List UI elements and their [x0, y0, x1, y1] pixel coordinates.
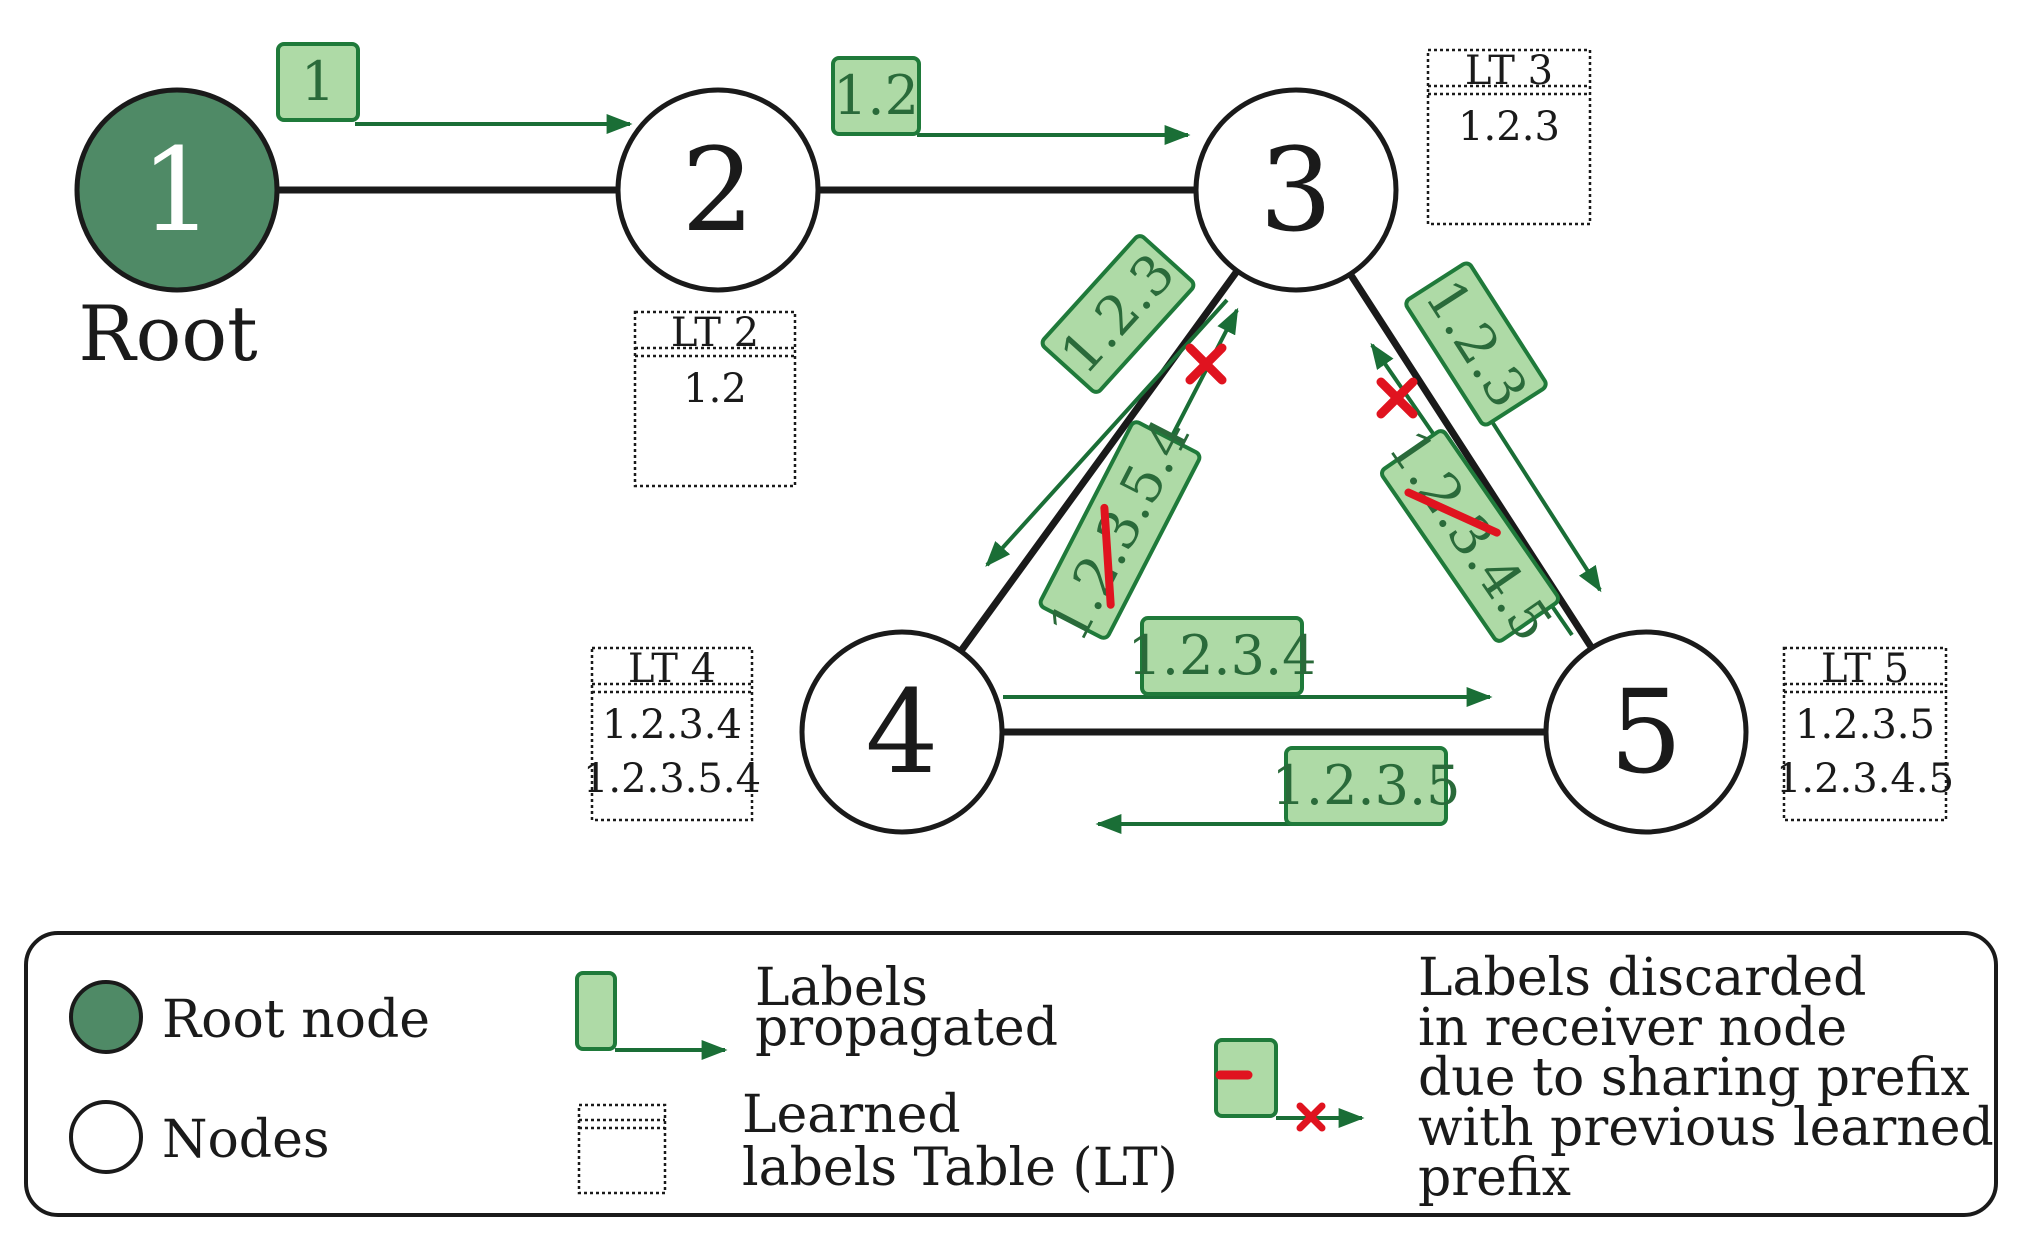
propagated-label-1-to-2: 1: [276, 42, 360, 122]
legend-root-node-icon: [69, 980, 143, 1054]
legend-label-icon: [575, 971, 617, 1051]
learned-table-frame-5: [1782, 646, 1948, 822]
node-5-circle: [1543, 629, 1749, 835]
node-4: 4: [799, 629, 1005, 835]
discard-strike-4-to-3: [1100, 503, 1115, 609]
learned-table-entry-4-1: 1.2.3.5.4: [583, 756, 761, 802]
node-4-circle: [799, 629, 1005, 835]
node-2: 2: [615, 87, 821, 293]
legend-discarded-line4: with previous learned: [1418, 1098, 1994, 1158]
discard-cross-stroke-b: [1376, 377, 1418, 419]
legend-table-icon: [577, 1103, 667, 1195]
node-5: 5: [1543, 629, 1749, 835]
legend-labels-propagated-line2: propagated: [755, 998, 1058, 1058]
legend-node-icon: [69, 1100, 143, 1174]
learned-table-5: LT 5 1.2.3.5 1.2.3.4.5: [1776, 646, 1954, 822]
propagated-label-text-5-to-4: 1.2.3.5: [1272, 754, 1461, 817]
propagated-label-5-to-3: 1.2.3.4.5: [1376, 419, 1564, 653]
learned-table-frame-3: [1426, 48, 1592, 226]
propagated-label-5-to-4: 1.2.3.5: [1272, 746, 1461, 826]
propagated-label-4-to-5: 1.2.3.4: [1128, 616, 1317, 696]
propagated-label-box-3-to-4: [1040, 234, 1196, 394]
legend-box: [24, 931, 1998, 1217]
node-1: 1: [74, 87, 280, 293]
node-2-number: 2: [681, 124, 754, 258]
propagated-label-3-to-4: 1.2.3: [1040, 234, 1196, 394]
legend: Root node Nodes Labels propagated Learne…: [24, 931, 1998, 1217]
node-1-number: 1: [140, 124, 213, 258]
legend-discarded-line1: Labels discarded: [1418, 948, 1866, 1008]
node-4-number: 4: [865, 666, 938, 800]
learned-table-entry-4-0: 1.2.3.4: [602, 702, 742, 748]
nodes-layer: 1 2 3 4 5: [74, 87, 1749, 835]
root-caption: Root: [78, 289, 257, 378]
learned-table-title-4: LT 4: [628, 646, 716, 692]
learned-table-title-5: LT 5: [1821, 646, 1909, 692]
discard-strike-5-to-3: [1404, 488, 1501, 537]
node-5-number: 5: [1609, 666, 1682, 800]
node-3-circle: [1193, 87, 1399, 293]
legend-learned-table-line2: labels Table (LT): [742, 1138, 1178, 1198]
legend-labels-propagated-line1: Labels: [755, 958, 928, 1018]
learned-tables-layer: LT 2 1.2 LT 3 1.2.3 LT 4 1.2.3.4 1.2.3.5.4 LT 5…: [583, 48, 1954, 822]
learned-table-entry-2-0: 1.2: [683, 366, 747, 412]
legend-learned-table-line1: Learned: [742, 1085, 961, 1145]
discard-cross-4-to-3: [1185, 343, 1227, 385]
propagated-label-box-4-to-5: [1140, 616, 1304, 696]
legend-discarded-line3: due to sharing prefix: [1418, 1048, 1970, 1108]
node-3: 3: [1193, 87, 1399, 293]
learned-table-title-2: LT 2: [671, 310, 759, 356]
learned-table-4: LT 4 1.2.3.4 1.2.3.5.4: [583, 646, 761, 822]
propagated-label-text-2-to-3: 1.2: [833, 64, 919, 127]
learned-table-entry-3-0: 1.2.3: [1458, 104, 1560, 150]
edge-3-5: [1293, 188, 1649, 734]
propagated-label-box-5-to-3: [1380, 429, 1560, 643]
propagated-label-box-2-to-3: [831, 56, 921, 136]
propagated-label-3-to-5: 1.2.3: [1404, 261, 1548, 427]
propagated-label-text-4-to-5: 1.2.3.4: [1128, 624, 1317, 687]
learned-table-frame-4: [590, 646, 754, 822]
propagated-label-box-1-to-2: [276, 42, 360, 122]
edge-3-4: [899, 187, 1299, 735]
discard-cross-5-to-3: [1376, 377, 1418, 419]
legend-discarded-line5: prefix: [1418, 1148, 1571, 1208]
learned-table-entry-5-0: 1.2.3.5: [1795, 702, 1935, 748]
node-3-number: 3: [1259, 124, 1332, 258]
propagated-label-2-to-3: 1.2: [831, 56, 921, 136]
learned-table-title-3: LT 3: [1465, 48, 1553, 94]
learned-table-frame-2: [633, 310, 797, 488]
propagated-label-box-5-to-4: [1284, 746, 1448, 826]
legend-nodes-label: Nodes: [162, 1110, 330, 1170]
node-2-circle: [615, 87, 821, 293]
propagation-arrow-3-to-4: [985, 298, 1229, 567]
propagated-label-box-3-to-5: [1404, 261, 1548, 427]
learned-table-3: LT 3 1.2.3: [1426, 48, 1592, 226]
legend-discarded-line2: in receiver node: [1418, 998, 1847, 1058]
node-1-circle: [74, 87, 280, 293]
legend-root-node-label: Root node: [162, 990, 430, 1050]
discard-cross-stroke-b: [1185, 343, 1227, 385]
legend-discard-cross-icon: [1296, 1102, 1326, 1132]
learned-table-entry-5-1: 1.2.3.4.5: [1776, 756, 1954, 802]
learned-table-2: LT 2 1.2: [633, 310, 797, 488]
propagated-label-text-1-to-2: 1: [301, 50, 335, 113]
propagated-label-box-4-to-3: [1038, 420, 1202, 640]
